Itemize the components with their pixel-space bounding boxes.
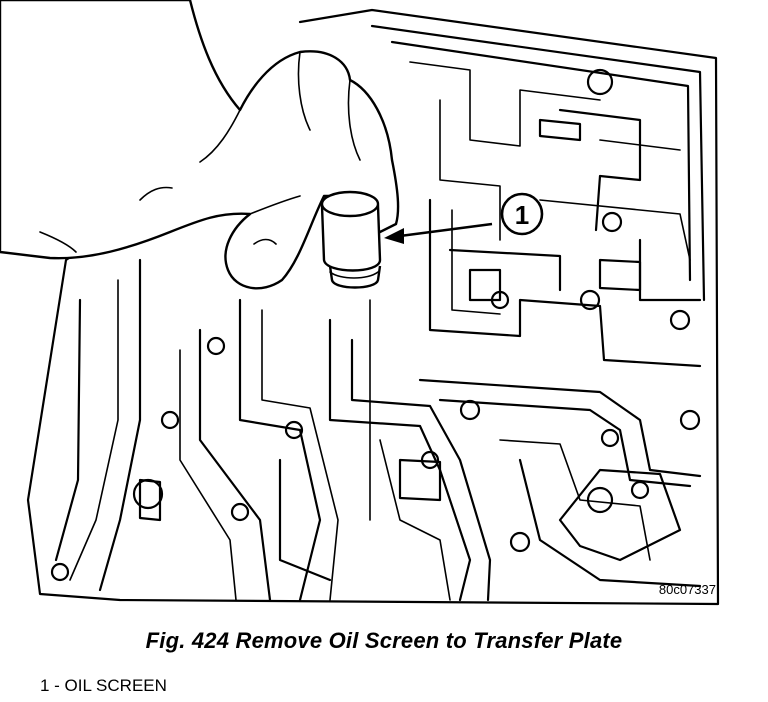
callout-number: 1 (515, 200, 529, 230)
reference-code: 80c07337 (659, 582, 716, 597)
valve-body-illustration: 1 80c07337 (0, 0, 720, 606)
fluid-passages (54, 24, 706, 602)
hand (0, 0, 400, 290)
transfer-plate-outline (26, 8, 720, 606)
bolt-holes (50, 68, 701, 582)
oil-screen (320, 190, 382, 289)
legend: 1 - OIL SCREEN (40, 676, 167, 696)
valve-body-drawing: 1 80c07337 (0, 0, 720, 606)
legend-item: 1 - OIL SCREEN (40, 676, 167, 695)
figure-caption: Fig. 424 Remove Oil Screen to Transfer P… (145, 628, 623, 653)
callout-1: 1 (500, 192, 544, 236)
callout-leader (384, 222, 493, 244)
